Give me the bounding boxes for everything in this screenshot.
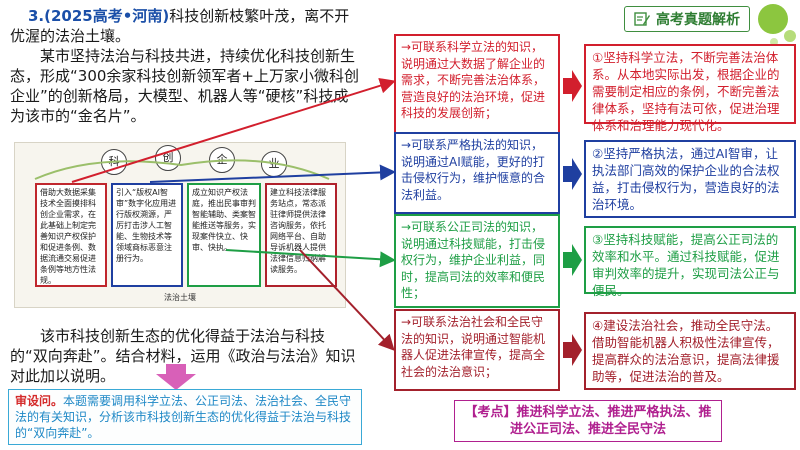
question-material: 某市坚持法治与科技共进，持续优化科技创新生态，形成“300余家科技创新领军者+上… — [10, 47, 359, 125]
conclusion-box-4: ④建设法治社会，推动全民守法。借助智能机器人积极性法律宣传，提高群众的法治意识，… — [584, 312, 796, 390]
arrow-right-icon — [563, 334, 582, 366]
conclusion-box-2: ②坚持严格执法，通过AI智审，让执法部门高效的保护企业的合法权益，打击侵权行为，… — [584, 140, 796, 218]
conclusion-box-1: ①坚持科学立法，不断完善法治体系。从本地实际出发，根据企业的需要制定相应的条例，… — [584, 44, 796, 133]
conclusion-box-3: ③坚持科技赋能，提高公正司法的效率和水平。通过科技赋能，促进审判效率的提升，实现… — [584, 226, 796, 298]
keypoint-box: 【考点】推进科学立法、推进严格执法、推进公正司法、推进全民守法 — [454, 400, 722, 442]
illus-card-legislation: 借助大数据采集技术全面摸排科创企业需求，在此基础上制定完善知识产权保护和促进条例… — [35, 183, 107, 287]
down-arrow-icon — [156, 364, 196, 390]
tree-canopy — [34, 159, 330, 180]
illus-card-judiciary: 成立知识产权法庭，推出民事审判智能辅助、类案智能推送等服务，实现案件快立、快审、… — [187, 183, 261, 287]
decor-dot — [770, 38, 778, 46]
illus-card-enforcement: 引入“版权AI智审”数字化应用进行版权溯源，严厉打击涉人工智能、生物技术等领域商… — [111, 183, 183, 287]
keypoint-label: 【考点】 — [464, 405, 517, 420]
analysis-box: 审设问。本题需要调用科学立法、公正司法、法治社会、全民守法的有关知识，分析该市科… — [8, 389, 362, 445]
arrow-right-icon — [563, 158, 582, 190]
exam-analysis-badge: 高考真题解析 — [624, 6, 750, 32]
material-illustration: 科 创 企 业 借助大数据采集技术全面摸排科创企业需求，在此基础上制定完善知识产… — [14, 142, 346, 308]
pencil-note-icon — [634, 12, 650, 26]
knowledge-box-society: →可联系法治社会和全民守法的知识，说明通过智能机器人促进法律宣传，提高全社会的法… — [394, 309, 560, 391]
decor-dot — [784, 30, 796, 42]
illus-caption: 法治土壤 — [164, 293, 196, 302]
analysis-label: 审设问。 — [15, 394, 64, 408]
analysis-text: 本题需要调用科学立法、公正司法、法治社会、全民守法的有关知识，分析该市科技创新生… — [15, 394, 352, 440]
keypoint-text: 推进科学立法、推进严格执法、推进公正司法、推进全民守法 — [509, 405, 712, 437]
question-intro: 科技创新枝繁叶茂，离不开优渥的法治土壤。 — [10, 7, 350, 45]
decor-dot — [758, 4, 788, 34]
knowledge-box-judiciary: →可联系公正司法的知识，说明通过科技赋能，打击侵权行为，维护企业利益，同时，提高… — [394, 214, 560, 308]
arrow-right-icon — [563, 70, 582, 102]
question-header: 3.(2025高考•河南)科技创新枝繁叶茂，离不开优渥的法治土壤。 — [10, 6, 362, 46]
badge-label: 高考真题解析 — [656, 12, 740, 28]
knowledge-box-legislation: →可联系科学立法的知识，说明通过大数据了解企业的需求，不断完善法治体系，营造良好… — [394, 34, 560, 134]
knowledge-box-enforcement: →可联系严格执法的知识，说明通过AI赋能，更好的打击侵权行为，维护惬意的合法利益… — [394, 132, 560, 214]
arrow-right-icon — [563, 244, 582, 276]
question-number: 3.(2025高考•河南) — [28, 7, 170, 25]
illus-card-legal-service: 建立科技法律服务站点，常态派驻律师提供法律咨询服务，依托网络平台、自助导诉机器人… — [265, 183, 337, 287]
question-ask: 该市科技创新生态的优化得益于法治与科技的“双向奔赴”。结合材料，运用《政治与法治… — [10, 327, 356, 385]
